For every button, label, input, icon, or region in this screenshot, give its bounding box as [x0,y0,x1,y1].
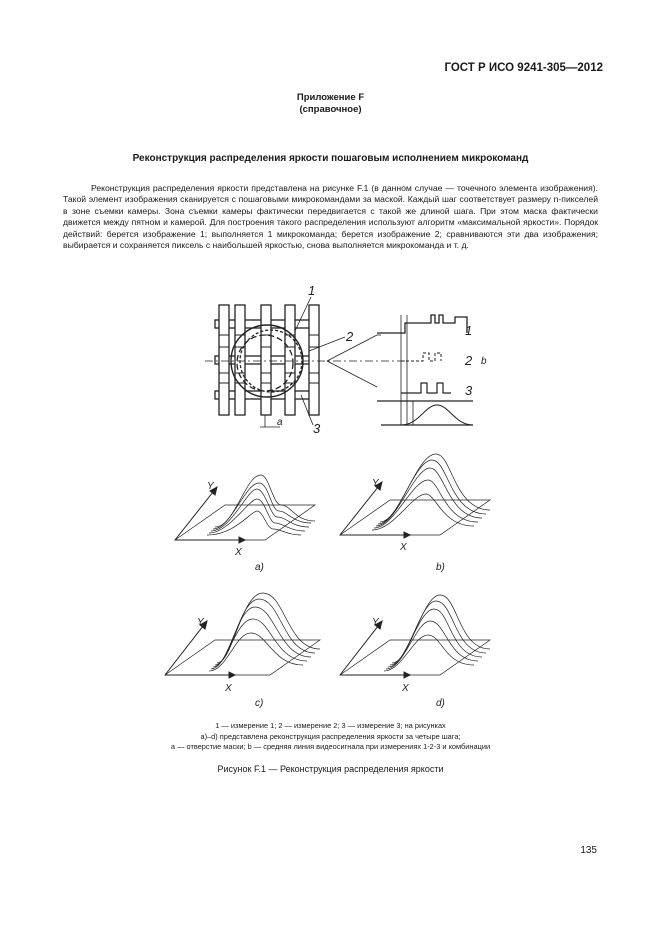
plot-c: Y X [163,592,322,694]
figure-caption: Рисунок F.1 — Реконструкция распределени… [217,764,444,774]
callout-1: 1 [308,285,315,298]
plot-a: Y X [173,474,317,558]
x-axis-label: X [234,547,242,558]
y-axis-label: Y [207,481,215,492]
section-title: Реконструкция распределения яркости поша… [132,153,529,164]
annex-subtitle: (справочное) [299,104,362,115]
trace-label-2: 2 [464,353,473,368]
standard-code: ГОСТ Р ИСО 9241-305—2012 [444,62,603,74]
sublabel-d: d) [436,698,445,709]
legend-line-2: a)–d) представлена реконструкция распред… [200,731,461,741]
sublabel-c: c) [255,698,264,709]
callout-b: b [481,356,487,367]
figure-legend: 1 — измерение 1; 2 — измерение 2; 3 — из… [0,721,661,753]
page-number: 135 [580,845,597,856]
x-axis-label: X [399,542,407,553]
body-paragraph: Реконструкция распределения яркости пред… [63,183,598,251]
x-axis-label: X [401,683,409,694]
legend-line-1: 1 — измерение 1; 2 — измерение 2; 3 — из… [215,721,446,730]
sublabel-a: a) [255,562,264,573]
annex-title: Приложение F [296,92,365,103]
legend-line-3: a — отверстие маски; b — средняя линия в… [170,742,491,752]
plot-b: Y X [338,453,492,553]
sublabel-b: b) [436,562,445,573]
callout-2: 2 [345,329,354,344]
y-axis-label: Y [197,617,205,628]
y-axis-label: Y [372,478,380,489]
callout-a: a [277,417,283,428]
trace-label-1: 1 [465,323,472,338]
plot-d: Y X [338,594,492,694]
annex-heading: Приложение F (справочное) [0,92,661,116]
trace-label-3: 3 [465,383,473,398]
callout-3: 3 [313,421,321,435]
y-axis-label: Y [372,617,380,628]
mask-schematic-diagram: 1 2 3 a 1 2 b 3 [205,285,487,435]
x-axis-label: X [224,683,232,694]
